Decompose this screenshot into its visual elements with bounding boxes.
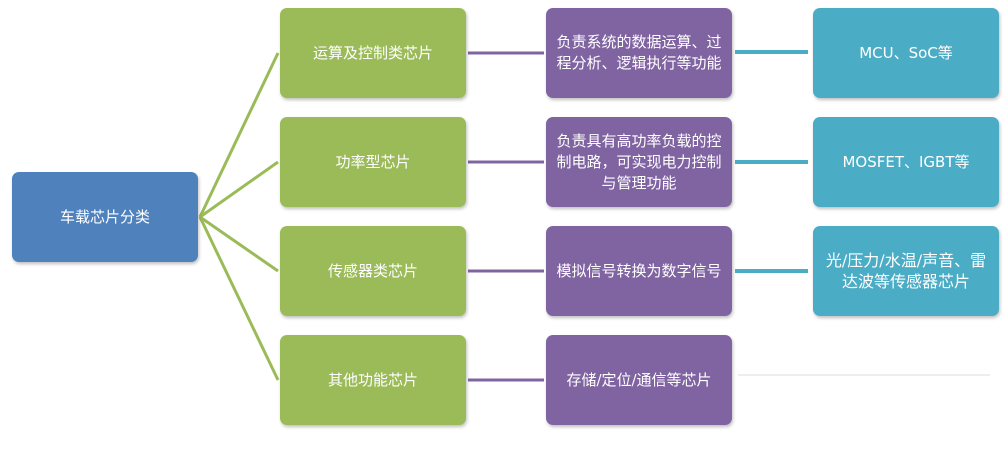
root-label: 车载芯片分类: [59, 207, 150, 226]
example-node: 光/压力/水温/声音、雷达波等传感器芯片: [813, 226, 999, 316]
example-label: MOSFET、IGBT等: [842, 152, 970, 171]
category-label: 其他功能芯片: [327, 370, 418, 389]
connector-root-0: [198, 52, 280, 218]
function-node: 负责系统的数据运算、过程分析、逻辑执行等功能: [546, 8, 732, 98]
category-label: 功率型芯片: [335, 152, 411, 171]
example-label: 光/压力/水温/声音、雷达波等传感器芯片: [825, 251, 987, 291]
function-label: 负责系统的数据运算、过程分析、逻辑执行等功能: [556, 33, 722, 72]
connector-root-3: [198, 216, 280, 381]
function-node: 负责具有高功率负载的控制电路，可实现电力控制与管理功能: [546, 117, 732, 207]
category-label: 运算及控制类芯片: [312, 43, 433, 62]
category-node: 功率型芯片: [280, 117, 466, 207]
function-node: 存储/定位/通信等芯片: [546, 335, 732, 425]
example-node: MCU、SoC等: [813, 8, 999, 98]
category-node: 运算及控制类芯片: [280, 8, 466, 98]
example-label: MCU、SoC等: [859, 43, 953, 62]
example-node: MOSFET、IGBT等: [813, 117, 999, 207]
connector-root-2: [199, 215, 279, 273]
root-node: 车载芯片分类: [12, 172, 198, 262]
function-label: 模拟信号转换为数字信号: [556, 261, 722, 280]
category-label: 传感器类芯片: [327, 261, 418, 280]
function-label: 负责具有高功率负载的控制电路，可实现电力控制与管理功能: [556, 131, 722, 192]
category-node: 传感器类芯片: [280, 226, 466, 316]
connector-root-1: [199, 160, 279, 219]
function-label: 存储/定位/通信等芯片: [566, 370, 712, 389]
category-node: 其他功能芯片: [280, 335, 466, 425]
function-node: 模拟信号转换为数字信号: [546, 226, 732, 316]
